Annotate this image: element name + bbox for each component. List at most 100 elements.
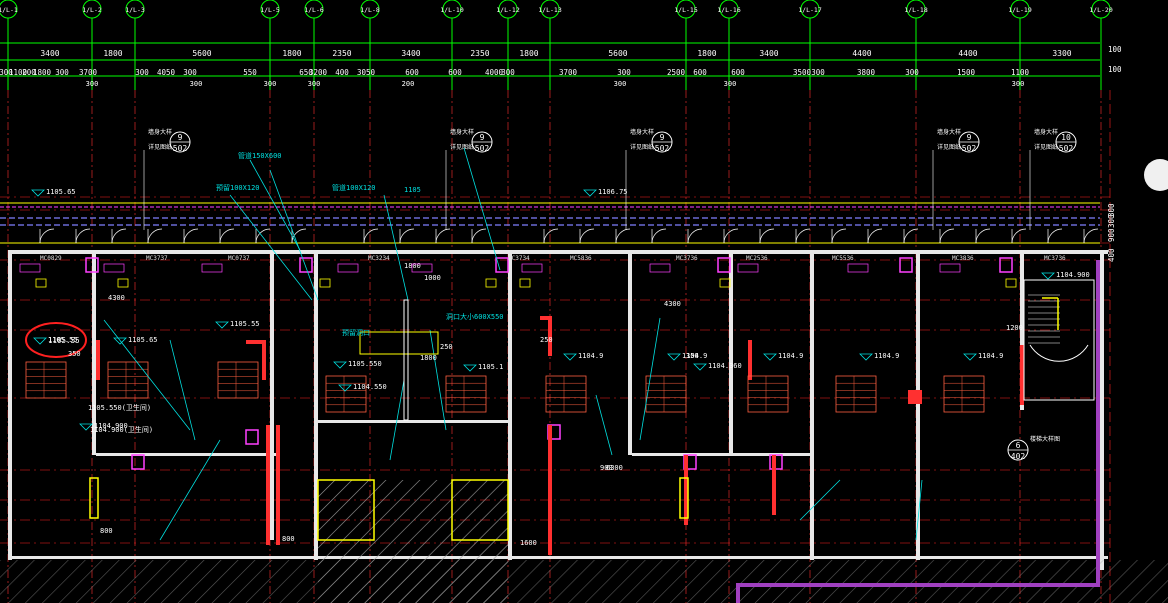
room-tag: MC5536 xyxy=(832,255,854,262)
door-swing xyxy=(471,228,487,244)
table-border xyxy=(545,375,587,413)
elevation-mark: 1104.900 xyxy=(79,422,128,431)
elevation-text: 1104.9 xyxy=(778,352,803,360)
door-swing xyxy=(147,228,163,244)
axis-bubble xyxy=(0,0,18,19)
table-border xyxy=(217,361,259,399)
dim-top: 4400 xyxy=(852,49,871,58)
dim-sub: 200 xyxy=(402,80,415,88)
wall xyxy=(916,250,920,560)
axis-label: 1/L-20 xyxy=(1089,6,1113,14)
wall xyxy=(318,420,508,423)
wall xyxy=(8,556,1108,559)
elevation-triangle xyxy=(31,189,45,197)
wall-section xyxy=(246,340,266,344)
wall xyxy=(8,250,1108,254)
door-swing xyxy=(399,228,415,244)
elevation-triangle xyxy=(333,361,347,369)
dim-mid: 200 xyxy=(22,68,36,77)
yellow-tag xyxy=(719,278,731,288)
room-table xyxy=(445,375,487,413)
table-border xyxy=(107,361,149,399)
dim-mid: 3050 xyxy=(357,68,376,77)
dim-top: 3300 xyxy=(1052,49,1071,58)
wall-section xyxy=(262,340,266,380)
elevation-triangle xyxy=(215,321,229,329)
note: 250 xyxy=(440,343,453,351)
axis-label: 1/L-2 xyxy=(82,6,102,14)
elevation-mark: 1105.65 xyxy=(113,336,158,345)
table-border xyxy=(645,375,687,413)
elevation-text: 1104.550 xyxy=(353,383,387,391)
dim-mid: 3500 xyxy=(793,68,812,77)
elevation-text: 1104.360 xyxy=(708,362,742,370)
door-swing xyxy=(759,228,775,244)
note: 1800 xyxy=(420,354,437,362)
dim-mid: 600 xyxy=(731,68,745,77)
wall xyxy=(270,250,274,540)
axis-label: 1/L-8 xyxy=(360,6,380,14)
elevation-text: 1105.65 xyxy=(46,188,76,196)
elevation-text: 1106.75 xyxy=(598,188,628,196)
room-table xyxy=(747,375,789,413)
note: 800 xyxy=(100,527,113,535)
door-swing xyxy=(831,228,847,244)
door-swing xyxy=(219,228,235,244)
dim-mid: 4050 xyxy=(157,68,176,77)
callout-top: 6 xyxy=(1016,441,1021,450)
table-border xyxy=(747,375,789,413)
axis-label: 1/L-17 xyxy=(798,6,822,14)
dim-top: 2350 xyxy=(470,49,489,58)
axis-label: 1/L-15 xyxy=(674,6,698,14)
elevation-triangle xyxy=(583,189,597,197)
callout-sub: 详见图纸 xyxy=(1034,143,1058,151)
opening-box xyxy=(359,331,439,355)
dim-mid: 3700 xyxy=(79,68,98,77)
tag-box xyxy=(649,263,671,273)
dim-top: 3400 xyxy=(759,49,778,58)
callout-bottom: 502 xyxy=(475,144,490,153)
dim-mid: 300 xyxy=(135,68,149,77)
dim-right: 400 xyxy=(1107,248,1116,262)
elevation-text: 1105.1 xyxy=(478,363,503,371)
room-tag: MC2536 xyxy=(746,255,768,262)
axis-bubble xyxy=(442,0,462,19)
dim-right: 300 xyxy=(1107,214,1116,228)
elevation-mark: 1106.75 xyxy=(583,188,628,197)
leader-line xyxy=(389,379,405,461)
note: 1600 xyxy=(520,539,537,547)
elevation-triangle xyxy=(463,364,477,372)
axis-bubble xyxy=(498,0,518,19)
wall xyxy=(1100,250,1104,570)
dim-sub: 300 xyxy=(724,80,737,88)
dim-mid: 300 xyxy=(501,68,515,77)
axis-bubble xyxy=(676,0,696,19)
elevation-text: 1104.900 xyxy=(94,422,128,430)
leader-line xyxy=(915,479,923,541)
dim-mid: 3700 xyxy=(559,68,578,77)
note: 1200 xyxy=(1006,324,1023,332)
shaft xyxy=(403,299,409,421)
note: 350 xyxy=(686,352,699,360)
tag-box xyxy=(19,263,41,273)
table-border xyxy=(25,361,67,399)
elevation-mark: 1104.900 xyxy=(1041,271,1090,280)
elevation-text: 1105.55 xyxy=(230,320,260,328)
yellow-tag xyxy=(1005,278,1017,288)
note: 1800 xyxy=(404,262,421,270)
room-tag: MC3734 xyxy=(508,255,530,262)
callout-sub: 详见图纸 xyxy=(450,143,474,151)
note: 1000 xyxy=(424,274,441,282)
axis-bubble xyxy=(540,0,560,19)
yellow-tag xyxy=(319,278,331,288)
tag-box xyxy=(103,263,125,273)
elevation-triangle xyxy=(113,337,127,345)
wall-section xyxy=(548,425,552,555)
note: 洞口大小600X550 xyxy=(446,312,504,321)
marker xyxy=(89,477,99,519)
callout-label: 墙身大样 xyxy=(630,128,654,136)
room-table xyxy=(107,361,149,399)
